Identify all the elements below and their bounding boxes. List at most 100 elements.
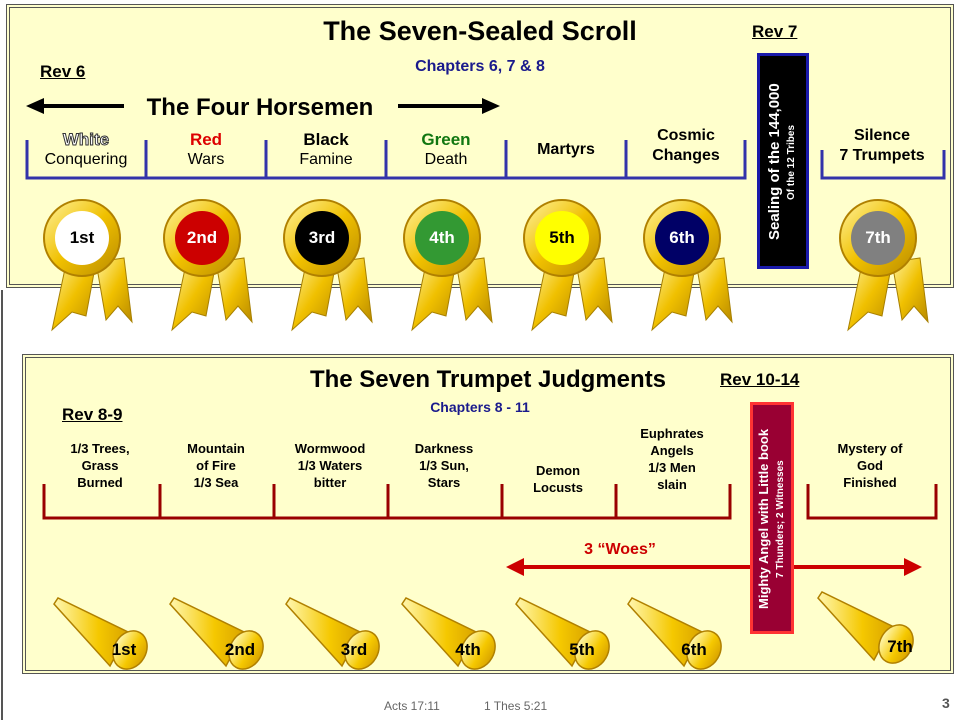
seal-5 <box>523 199 601 277</box>
seal-7-desc: 7 Trumpets <box>839 147 925 164</box>
trumpet-6-description: Euphrates Angels 1/3 Men slain <box>616 425 728 493</box>
seal-3 <box>283 199 361 277</box>
seal-2-desc: Wars <box>187 151 225 168</box>
trumpet-4-line: 1/3 Sun, <box>419 458 469 473</box>
seal-4-description: Green Death <box>386 130 506 170</box>
trumpet-4-label: 4th <box>455 640 481 659</box>
trumpet-1-line: Grass <box>81 458 119 473</box>
seal-6-desc: Changes <box>652 147 720 164</box>
seal-panel-subtitle: Chapters 6, 7 & 8 <box>415 58 545 75</box>
rev8-9-reference: Rev 8-9 <box>62 405 123 424</box>
woes-label: 3 “Woes” <box>584 541 656 558</box>
horn-3 <box>285 597 380 670</box>
trumpet-1-description: 1/3 Trees, Grass Burned <box>44 440 156 491</box>
trumpet-6-label: 6th <box>681 640 707 659</box>
horn-5 <box>515 597 610 670</box>
seal-2-disc <box>175 211 229 265</box>
seal-divider-bracket <box>25 140 946 180</box>
seal-4-label: 4th <box>429 228 455 247</box>
trumpet-panel <box>22 354 954 674</box>
trumpet-6-line: 1/3 Men <box>648 460 696 475</box>
trumpet-panel-subtitle: Chapters 8 - 11 <box>430 399 530 415</box>
horn-1 <box>53 597 148 670</box>
footer-ref-thes: 1 Thes 5:21 <box>484 699 548 713</box>
thunders-witnesses-text: 7 Thunders; 2 Witnesses <box>775 460 786 578</box>
seal-2-description: Red Wars <box>146 130 266 170</box>
seal-4-desc: Death <box>424 151 468 168</box>
horn-7 <box>817 591 914 664</box>
seal-1 <box>43 199 121 277</box>
seal-4-name: Green <box>421 130 471 149</box>
seal-7-description: Silence 7 Trumpets <box>822 126 942 166</box>
trumpet-2-label: 2nd <box>224 640 256 659</box>
trumpet-7-label: 7th <box>887 637 913 656</box>
trumpet-horns <box>53 591 914 670</box>
trumpet-divider-bracket <box>42 484 938 520</box>
trumpet-3-description: Wormwood 1/3 Waters bitter <box>274 440 386 491</box>
seal-1-label: 1st <box>69 228 95 247</box>
seal-6-name: Cosmic <box>657 127 715 144</box>
seal-1-desc: Conquering <box>44 151 128 168</box>
rev6-reference: Rev 6 <box>40 62 86 81</box>
seal-1-name: White <box>62 130 110 150</box>
trumpet-3-line: bitter <box>313 475 347 490</box>
horn-6 <box>627 597 722 670</box>
four-horsemen-label: The Four Horsemen <box>146 94 374 121</box>
seal-6-label: 6th <box>669 228 695 247</box>
trumpet-2-line: 1/3 Sea <box>193 475 239 490</box>
footer-ref-acts: Acts 17:11 <box>384 699 440 713</box>
seal-4 <box>403 199 481 277</box>
seal-3-name: Black <box>303 130 349 149</box>
horsemen-arrow-left-head <box>26 98 44 114</box>
seal-7 <box>839 199 917 277</box>
seal-6 <box>643 199 721 277</box>
rev7-reference: Rev 7 <box>752 22 798 41</box>
seal-3-label: 3rd <box>308 228 336 247</box>
mighty-angel-box: Mighty Angel with Little book 7 Thunders… <box>750 402 794 634</box>
seal-1-disc <box>55 211 109 265</box>
seal-7-name: Silence <box>853 127 911 144</box>
horsemen-arrow-right-head <box>482 98 500 114</box>
trumpet-7-line: God <box>857 458 883 473</box>
trumpet-2-line: of Fire <box>196 458 236 473</box>
seal-7-disc <box>851 211 905 265</box>
seal-5-disc <box>535 211 589 265</box>
mighty-angel-text: Mighty Angel with Little book <box>756 428 771 610</box>
seal-5-description: Martyrs <box>506 140 626 160</box>
trumpet-5-label: 5th <box>569 640 595 659</box>
seal-5-name: Martyrs <box>537 141 595 158</box>
trumpet-3-line: 1/3 Waters <box>297 458 363 473</box>
trumpet-1-label: 1st <box>111 640 137 659</box>
trumpet-1-line: Burned <box>77 475 123 490</box>
trumpet-6-line: slain <box>657 477 687 492</box>
trumpet-2-description: Mountain of Fire 1/3 Sea <box>160 440 272 491</box>
trumpet-4-description: Darkness 1/3 Sun, Stars <box>388 440 500 491</box>
trumpet-2-line: Mountain <box>187 441 245 456</box>
trumpet-6-line: Euphrates <box>640 426 704 441</box>
seal-ribbons <box>51 257 929 332</box>
horn-2 <box>169 597 264 670</box>
seal-3-desc: Famine <box>299 151 353 168</box>
trumpet-3-line: Wormwood <box>294 441 366 456</box>
trumpet-5-description: Demon Locusts <box>502 462 614 496</box>
seal-panel-title: The Seven-Sealed Scroll <box>323 16 637 46</box>
seal-2-label: 2nd <box>186 228 218 247</box>
horn-4 <box>401 597 496 670</box>
trumpet-7-description: Mystery of God Finished <box>814 440 926 491</box>
rev10-14-reference: Rev 10-14 <box>720 370 800 389</box>
trumpet-6-line: Angels <box>650 443 694 458</box>
trumpet-5-line: Locusts <box>533 480 583 495</box>
trumpet-3-label: 3rd <box>340 640 368 659</box>
trumpet-4-line: Darkness <box>414 441 474 456</box>
seal-6-description: Cosmic Changes <box>626 126 746 166</box>
seal-5-label: 5th <box>549 228 575 247</box>
seal-2 <box>163 199 241 277</box>
seal-3-disc <box>295 211 349 265</box>
trumpet-panel-title: The Seven Trumpet Judgments <box>309 366 667 393</box>
trumpet-5-line: Demon <box>535 463 581 478</box>
trumpet-7-line: Finished <box>843 475 897 490</box>
seal-6-disc <box>655 211 709 265</box>
sealing-144000-box: Sealing of the 144,000 Of the 12 Tribes <box>757 53 809 269</box>
page-number: 3 <box>942 695 950 711</box>
